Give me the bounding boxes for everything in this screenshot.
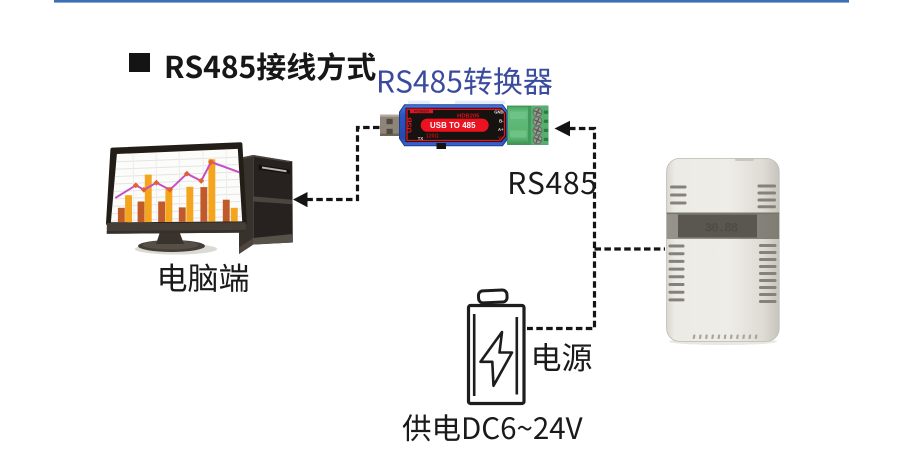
svg-text:GND: GND xyxy=(494,110,503,115)
svg-text:B-: B- xyxy=(499,118,504,123)
svg-text:USB: USB xyxy=(405,117,414,133)
svg-text:HDB205: HDB205 xyxy=(457,113,480,119)
svg-text:TX: TX xyxy=(418,136,424,141)
svg-text:USB TO 485: USB TO 485 xyxy=(430,121,476,130)
svg-text:30.88: 30.88 xyxy=(705,222,738,236)
svg-text:V+: V+ xyxy=(498,136,504,141)
svg-text:POWER: POWER xyxy=(414,108,429,113)
svg-text:120Ω: 120Ω xyxy=(426,133,439,139)
svg-text:A+: A+ xyxy=(498,127,504,132)
